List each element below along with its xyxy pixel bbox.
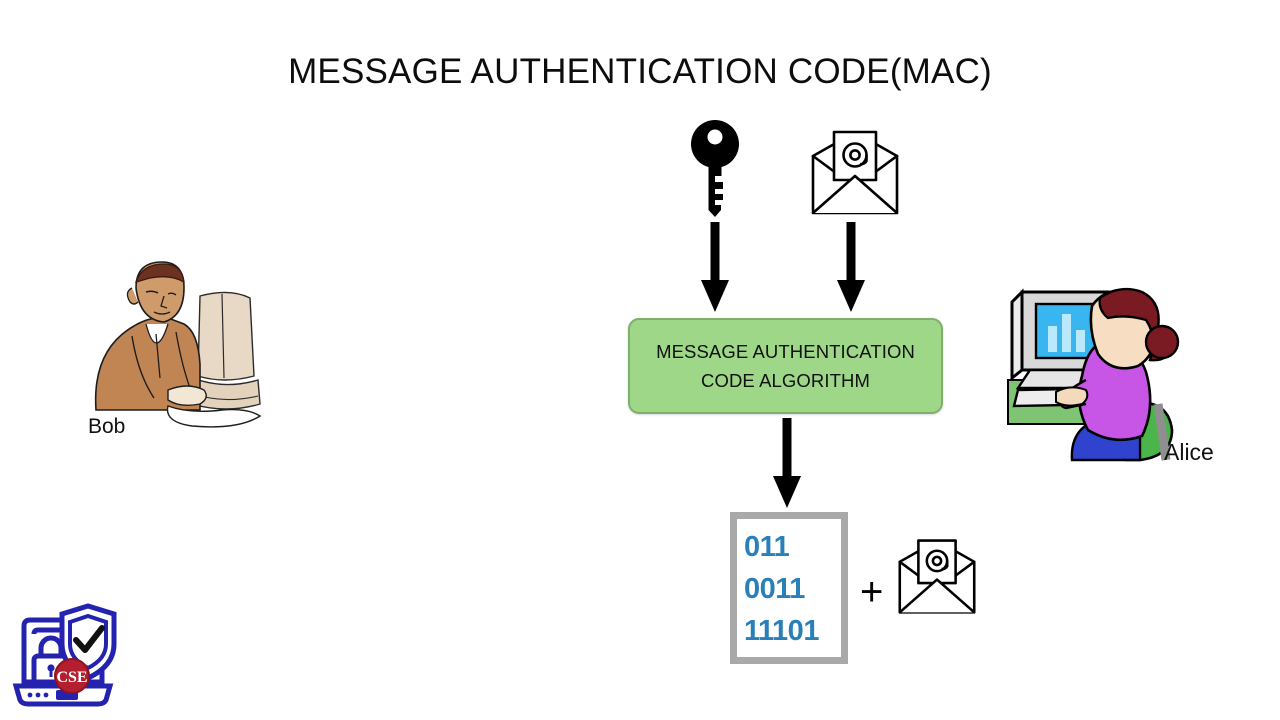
mac-bit-row: 011 [744, 531, 790, 563]
woman-at-computer-illustration [1007, 287, 1180, 462]
mac-output-document: 011 0011 11101 [730, 512, 848, 664]
mac-bit-row: 0011 [744, 573, 805, 605]
alice-label: Alice [1164, 439, 1214, 465]
arrow-algorithm-to-output [773, 418, 801, 508]
envelope-at-icon [811, 130, 899, 215]
mac-bit-row: 11101 [744, 615, 819, 647]
bob-label: Bob [88, 415, 126, 438]
envelope-at-icon-attachment [898, 539, 976, 614]
plus-operator: + [860, 570, 884, 614]
mac-algorithm-box: MESSAGE AUTHENTICATION CODE ALGORITHM [628, 318, 943, 414]
document-fold-inner [820, 519, 841, 540]
arrow-key-to-algorithm [701, 222, 729, 312]
key-icon [691, 120, 739, 217]
mac-bit-rows: 011 0011 11101 [737, 526, 841, 652]
man-at-computer-illustration [94, 261, 262, 428]
logo-badge-text: CSE [56, 669, 87, 686]
cyber-security-laptop-shield-logo: CSE [12, 603, 117, 707]
page-title: MESSAGE AUTHENTICATION CODE(MAC) [288, 52, 992, 91]
mac-algorithm-label-line1: MESSAGE AUTHENTICATION [656, 341, 915, 362]
arrow-message-to-algorithm [837, 222, 865, 312]
mac-algorithm-label-line2: CODE ALGORITHM [701, 370, 870, 391]
